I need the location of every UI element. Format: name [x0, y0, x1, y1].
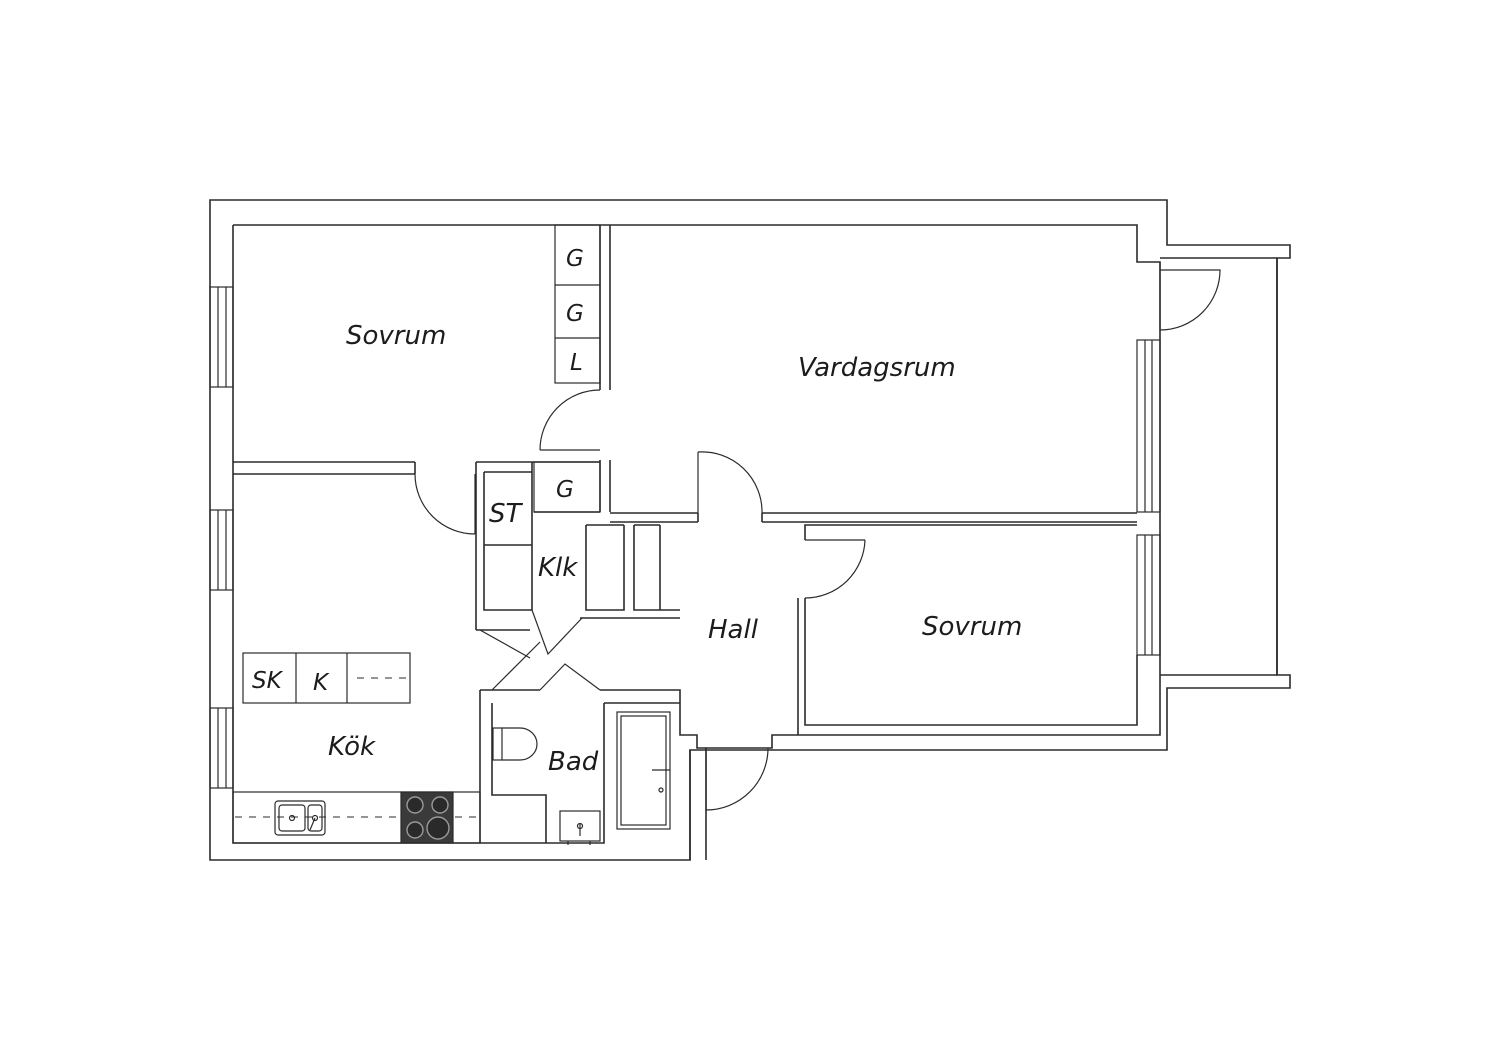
wardrobe-label-g1: G [566, 246, 584, 272]
stove-icon [400, 791, 454, 844]
windows-right [1136, 339, 1161, 656]
room-label-st: ST [489, 499, 524, 529]
kitchen-label-sk: SK [252, 668, 284, 694]
room-label-sovrum-2: Sovrum [922, 612, 1022, 642]
wardrobe-label-l: L [570, 350, 583, 376]
room-label-sovrum-1: Sovrum [346, 321, 446, 351]
kitchen-label-k: K [313, 670, 330, 696]
room-label-bad: Bad [548, 747, 599, 777]
room-label-klk: Klk [538, 553, 578, 583]
room-label-hall: Hall [708, 615, 759, 645]
kitchen-counter [232, 791, 481, 844]
wardrobe-label-g2: G [566, 301, 584, 327]
wardrobe-hall [533, 461, 601, 513]
wardrobes-sovrum [554, 224, 601, 384]
toilet-icon [492, 727, 538, 761]
doors [414, 262, 1221, 811]
room-label-kok: Kök [328, 732, 376, 762]
balcony [1160, 257, 1278, 676]
bathtub-icon [616, 711, 671, 830]
room-label-vardagsrum: Vardagsrum [798, 353, 956, 383]
washbasin-icon [559, 810, 601, 845]
interior-walls [233, 225, 1138, 860]
windows-left [209, 286, 234, 789]
sink-icon [274, 800, 326, 836]
wardrobe-label-g3: G [556, 477, 574, 503]
kitchen-island [242, 652, 411, 704]
